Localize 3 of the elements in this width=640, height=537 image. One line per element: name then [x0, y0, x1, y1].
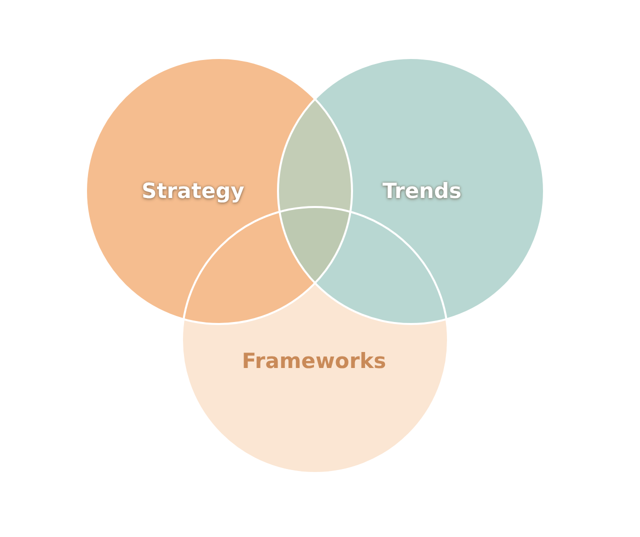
circle-label: Trends	[382, 179, 462, 203]
circle-label: Frameworks	[242, 349, 386, 373]
circle-label: Strategy	[142, 179, 244, 203]
